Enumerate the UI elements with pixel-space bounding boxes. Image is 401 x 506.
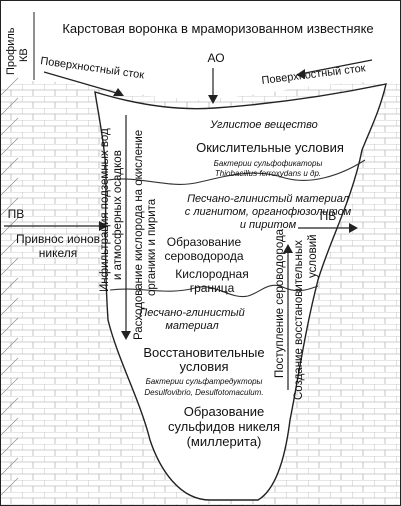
reducing-creation-line2: условий: [307, 234, 319, 278]
pv-left-label: ПВ: [8, 207, 25, 221]
pv-right-arrowhead: [349, 223, 358, 233]
left-hatch-strip: [0, 77, 19, 496]
sand-clay-line2: материал: [165, 320, 218, 332]
infiltration-arrowhead: [121, 331, 131, 340]
nickel-sulfide-line3: (миллерита): [187, 434, 262, 449]
desulfovibrio-label: Desulfovibrio, Desulfotomaculum.: [144, 388, 263, 397]
reducing-creation-line1: Создание восстановительных: [293, 240, 305, 400]
sand-clay-lignite-line2: с лигнитом, органофюзолитом: [185, 206, 352, 218]
pv-left-arrowhead: [99, 221, 108, 231]
oxygen-consumption-line1: Расходование кислорода на окисление: [133, 130, 145, 340]
surface-runoff-right-arrow: [299, 59, 373, 75]
h2s-formation-line1: Образование: [167, 235, 242, 249]
surface-runoff-left-arrowhead: [113, 88, 124, 96]
karst-funnel: [94, 83, 387, 501]
oxygen-boundary-line: [109, 284, 319, 298]
coal-matter-label: Углистое вещество: [209, 119, 318, 131]
diagram-title: Карстовая воронка в мраморизованном изве…: [62, 21, 373, 36]
upper-boundary: [107, 159, 366, 185]
sulfate-bacteria-label: Бактерии сульфатредукторы: [146, 377, 263, 386]
surface-runoff-right-arrowhead: [296, 69, 305, 79]
sulfur-bacteria-label: Бактерии сульфофикаторы: [214, 159, 323, 168]
oxygen-consumption-line2: органики и пирита: [146, 198, 158, 296]
surface-runoff-left-label: Поверхностный сток: [40, 55, 145, 81]
infiltration-line2: и атмосферных осадков: [112, 150, 124, 280]
h2s-input-arrowhead: [283, 244, 293, 253]
nickel-input-line2: никеля: [39, 246, 78, 260]
reducing-conditions-line1: Восстановительные: [143, 345, 264, 360]
oxygen-boundary-line1: Кислородная: [175, 267, 248, 281]
sand-clay-line1: Песчано-глинистый: [139, 307, 244, 319]
nickel-input-line1: Привнос ионов: [16, 232, 100, 246]
oxidizing-conditions-label: Окислительные условия: [196, 140, 344, 155]
thiobacillus-label: Thiobacillus ferroxydans и др.: [215, 169, 321, 178]
sand-clay-lignite-line3: и пиритом: [240, 219, 297, 231]
oxygen-boundary-line2: граница: [190, 281, 235, 295]
sand-clay-lignite-line1: Песчано-глинистый материал: [187, 193, 349, 205]
infiltration-line1: Инфильтрация подземных вод: [99, 128, 111, 292]
reducing-conditions-line2: условия: [179, 359, 228, 374]
h2s-formation-line2: сероводорода: [164, 249, 243, 263]
ao-arrowhead: [208, 95, 218, 104]
ao-label: АО: [207, 51, 224, 65]
profile-label-line2: КВ: [18, 48, 30, 62]
surface-runoff-left-arrow: [43, 71, 121, 95]
h2s-input-label: Поступление сероводорода: [274, 228, 286, 378]
nickel-sulfide-line1: Образование: [184, 404, 265, 419]
nickel-sulfide-line2: сульфидов никеля: [168, 419, 280, 434]
pv-right-label: ПВ: [320, 209, 337, 223]
profile-label-line1: Профиль: [5, 27, 17, 75]
